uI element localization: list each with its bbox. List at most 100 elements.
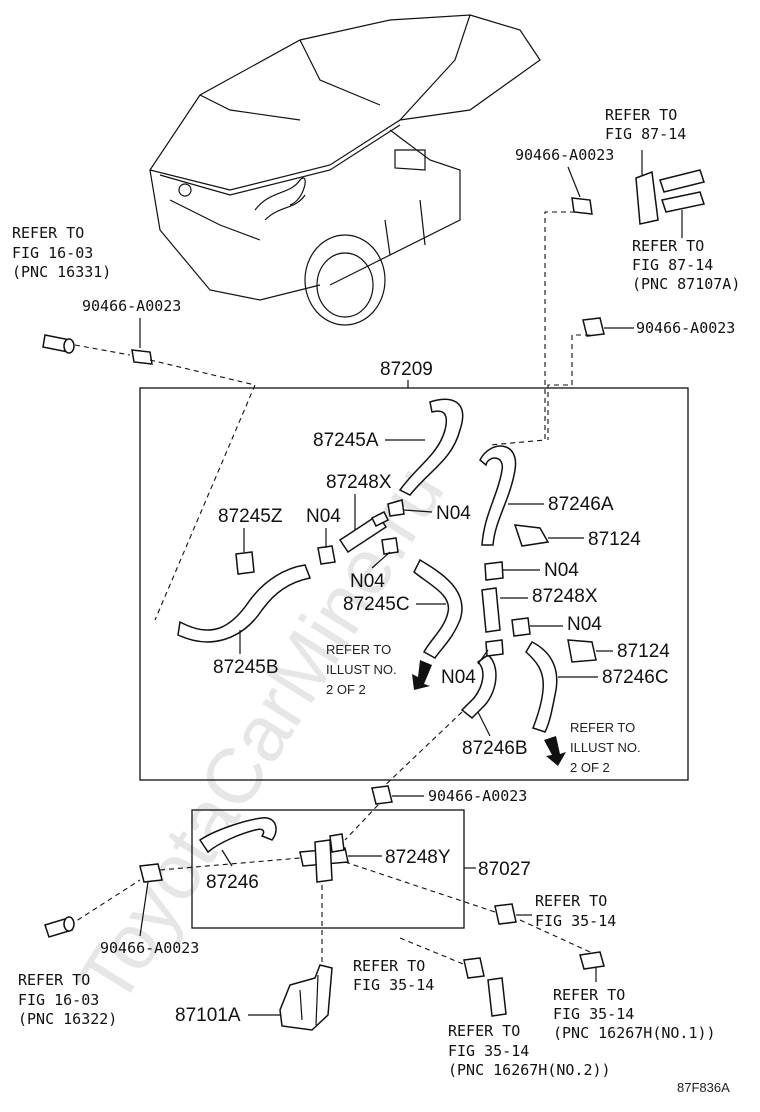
clamp-left-label: 90466-A0023 <box>82 297 181 315</box>
leader <box>477 649 489 665</box>
label-87246B: 87246B <box>462 738 528 759</box>
clamp-n04-d <box>484 561 504 581</box>
svg-text:FIG 87-14: FIG 87-14 <box>632 256 713 274</box>
hose-87245B <box>177 564 312 643</box>
svg-text:ILLUST NO.: ILLUST NO. <box>570 740 641 755</box>
label-87245Z: 87245Z <box>218 506 283 527</box>
label-87027: 87027 <box>478 859 531 880</box>
svg-text:FIG 35-14: FIG 35-14 <box>535 912 616 930</box>
refer-fig-87-14-top: REFER TO FIG 87-14 <box>605 106 686 143</box>
assembly-87027-box <box>191 809 465 929</box>
clamp-right-label: 90466-A0023 <box>636 319 735 337</box>
label-87124-a: 87124 <box>588 529 641 550</box>
svg-text:REFER TO: REFER TO <box>605 106 677 124</box>
label-n04-c: N04 <box>436 503 471 524</box>
label-87124-b: 87124 <box>617 641 670 662</box>
label-87101A: 87101A <box>175 1005 241 1026</box>
refer-fig-35-14-no2: REFER TO FIG 35-14 (PNC 16267H(NO.2)) <box>448 1022 611 1079</box>
svg-text:(PNC 16322): (PNC 16322) <box>18 1010 117 1028</box>
svg-text:FIG 35-14: FIG 35-14 <box>353 976 434 994</box>
arrow-icon <box>412 660 432 690</box>
clamp-n04-c <box>387 499 405 517</box>
clamp-top-right <box>571 197 593 215</box>
arrow-icon <box>544 736 566 766</box>
svg-text:FIG 16-03: FIG 16-03 <box>12 244 93 262</box>
label-87248Y: 87248Y <box>385 847 451 868</box>
label-87246C: 87246C <box>602 667 669 688</box>
route-dash <box>69 857 301 926</box>
svg-text:FIG 35-14: FIG 35-14 <box>553 1005 634 1023</box>
clamp-lower <box>463 957 485 979</box>
label-87245A: 87245A <box>313 430 379 451</box>
svg-text:REFER TO: REFER TO <box>632 237 704 255</box>
watermark: ToyotaCarMine.ru <box>60 450 461 1019</box>
route-dash <box>344 804 379 841</box>
refer-fig-35-14-no1: REFER TO FIG 35-14 (PNC 16267H(NO.1)) <box>553 986 716 1042</box>
svg-text:REFER TO: REFER TO <box>18 971 90 989</box>
clamp-bottom-left-label: 90466-A0023 <box>100 939 199 957</box>
joint-87248X-mid <box>481 587 501 633</box>
figure-code: 87F836A <box>677 1080 730 1095</box>
svg-text:REFER TO: REFER TO <box>353 957 425 975</box>
bracket-87101A <box>279 964 333 1031</box>
clamp-87124-a <box>513 524 550 547</box>
svg-text:FIG 35-14: FIG 35-14 <box>448 1042 529 1060</box>
leader <box>139 881 149 937</box>
refer-illust-left: REFER TO ILLUST NO. 2 OF 2 <box>326 642 397 697</box>
clamp-87245Z <box>235 551 255 575</box>
refer-fig-35-14-b: REFER TO FIG 35-14 <box>353 957 434 994</box>
pipe-end-no1 <box>579 951 605 970</box>
hose-87245C <box>413 558 463 659</box>
label-87245C: 87245C <box>343 594 410 615</box>
svg-text:REFER TO: REFER TO <box>448 1022 520 1040</box>
hose-87246 <box>198 817 277 854</box>
label-n04-a: N04 <box>306 506 341 527</box>
heater-pipe-connectors <box>635 150 705 225</box>
label-n04-f: N04 <box>441 667 476 688</box>
vehicle-illustration <box>149 14 541 326</box>
pipe-end-left-top <box>42 334 75 354</box>
leader <box>403 509 433 513</box>
label-87245B: 87245B <box>213 657 279 678</box>
route-dash <box>399 937 469 967</box>
svg-text:(PNC 16267H(NO.2)): (PNC 16267H(NO.2)) <box>448 1061 611 1079</box>
leader <box>567 166 581 198</box>
label-87248X-top: 87248X <box>326 472 392 493</box>
clamp-n04-b <box>381 537 399 555</box>
label-n04-e: N04 <box>567 614 602 635</box>
clamp-bottom-left <box>139 863 163 883</box>
svg-text:(PNC 16267H(NO.1)): (PNC 16267H(NO.1)) <box>553 1024 716 1042</box>
label-87248X-mid: 87248X <box>532 586 598 607</box>
leader <box>371 551 391 569</box>
route-dash <box>74 344 256 621</box>
leader <box>477 711 491 737</box>
hose-87246B <box>460 654 497 720</box>
route-dash <box>489 211 575 446</box>
svg-text:FIG 16-03: FIG 16-03 <box>18 991 99 1009</box>
label-87246A: 87246A <box>548 494 614 515</box>
refer-fig-16-03-top: REFER TO FIG 16-03 (PNC 16331) <box>12 224 111 281</box>
svg-text:REFER TO: REFER TO <box>535 892 607 910</box>
clamp-left <box>131 349 153 365</box>
svg-text:2 OF 2: 2 OF 2 <box>570 760 610 775</box>
svg-text:FIG 87-14: FIG 87-14 <box>605 125 686 143</box>
route-dash <box>379 711 463 791</box>
refer-fig-16-03-bottom: REFER TO FIG 16-03 (PNC 16322) <box>18 971 117 1028</box>
route-dash <box>344 861 591 953</box>
clamp-right-bottom <box>494 903 517 925</box>
assembly-87209-box <box>139 387 689 781</box>
clamp-n04-e <box>511 617 531 637</box>
svg-text:(PNC 16331): (PNC 16331) <box>12 263 111 281</box>
hose-87246A <box>479 445 517 546</box>
svg-text:REFER TO: REFER TO <box>326 642 391 657</box>
refer-illust-right: REFER TO ILLUST NO. 2 OF 2 <box>570 720 641 775</box>
clamp-right <box>582 317 605 337</box>
valve-87248Y <box>299 833 349 883</box>
assembly-87209-label: 87209 <box>380 359 433 380</box>
hose-87245A <box>398 398 464 496</box>
refer-fig-35-14-a: REFER TO FIG 35-14 <box>535 892 616 930</box>
svg-text:REFER TO: REFER TO <box>553 986 625 1004</box>
label-n04-d: N04 <box>544 560 579 581</box>
clamp-middle-label: 90466-A0023 <box>428 787 527 805</box>
